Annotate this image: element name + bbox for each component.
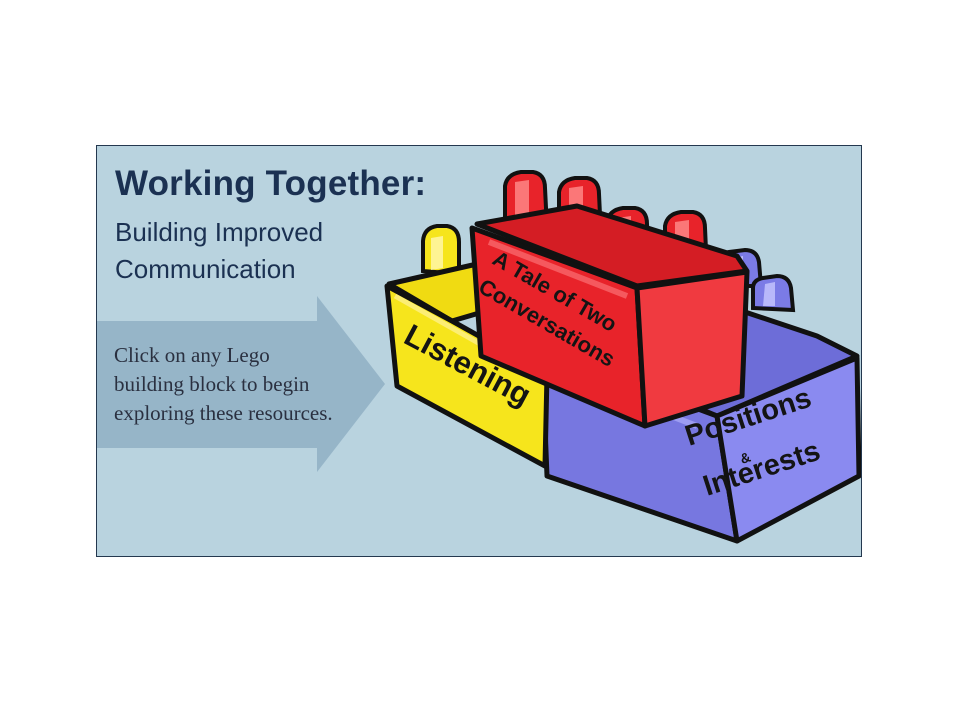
instruction-line-1: Click on any Lego: [114, 343, 270, 367]
yellow-stud: [421, 224, 461, 277]
page-subtitle: Building Improved Communication: [115, 214, 375, 288]
page-title: Working Together:: [115, 164, 427, 203]
instruction-line-3: exploring these resources.: [114, 401, 333, 425]
right-arrow-icon: [97, 296, 385, 472]
banner: Working Together: Building Improved Comm…: [96, 145, 862, 557]
subtitle-line-2: Communication: [115, 254, 296, 284]
purple-stud: [751, 273, 796, 313]
instruction-line-2: building block to begin: [114, 372, 310, 396]
ampersand-label: &: [738, 449, 753, 467]
subtitle-line-1: Building Improved: [115, 217, 324, 247]
tale-of-two-conversations-block[interactable]: A Tale of Two Conversations: [469, 170, 750, 429]
lego-blocks: Positions & Interests Listening: [384, 170, 861, 544]
instruction-text: Click on any Lego building block to begi…: [114, 341, 384, 428]
